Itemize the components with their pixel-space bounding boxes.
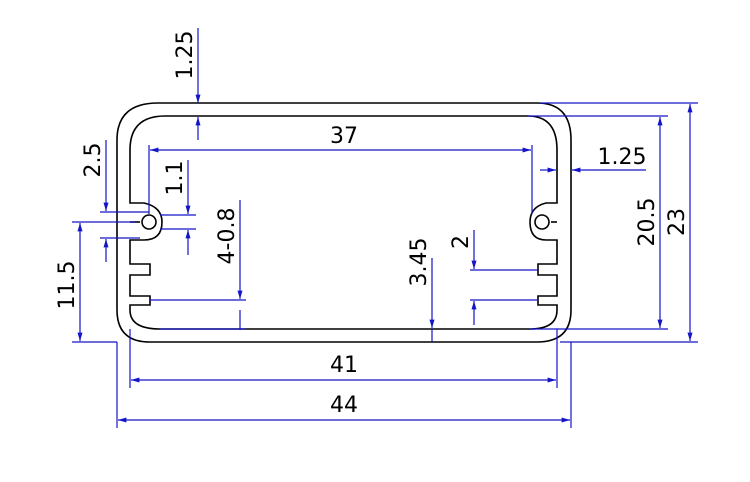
dim-label-20-5: 20.5 xyxy=(635,198,660,247)
dim-label-4-0-8: 4-0.8 xyxy=(215,208,240,265)
dim-label-37: 37 xyxy=(330,124,358,149)
dim-label-11-5: 11.5 xyxy=(55,261,80,310)
dim-label-2: 2 xyxy=(449,235,474,249)
dim-label-1-25-right: 1.25 xyxy=(598,145,647,170)
dim-label-23: 23 xyxy=(665,208,690,236)
outer-wall xyxy=(116,102,572,343)
dim-label-41: 41 xyxy=(330,353,358,378)
dim-label-1-1: 1.1 xyxy=(163,161,188,196)
screw-hole-left xyxy=(141,214,157,230)
dim-label-1-25-top: 1.25 xyxy=(173,31,198,80)
dim-label-3-45: 3.45 xyxy=(407,238,432,287)
dim-label-44: 44 xyxy=(330,393,358,418)
dimension-lines xyxy=(72,28,698,428)
dim-label-2-5: 2.5 xyxy=(81,143,106,178)
screw-hole-right xyxy=(534,214,550,230)
